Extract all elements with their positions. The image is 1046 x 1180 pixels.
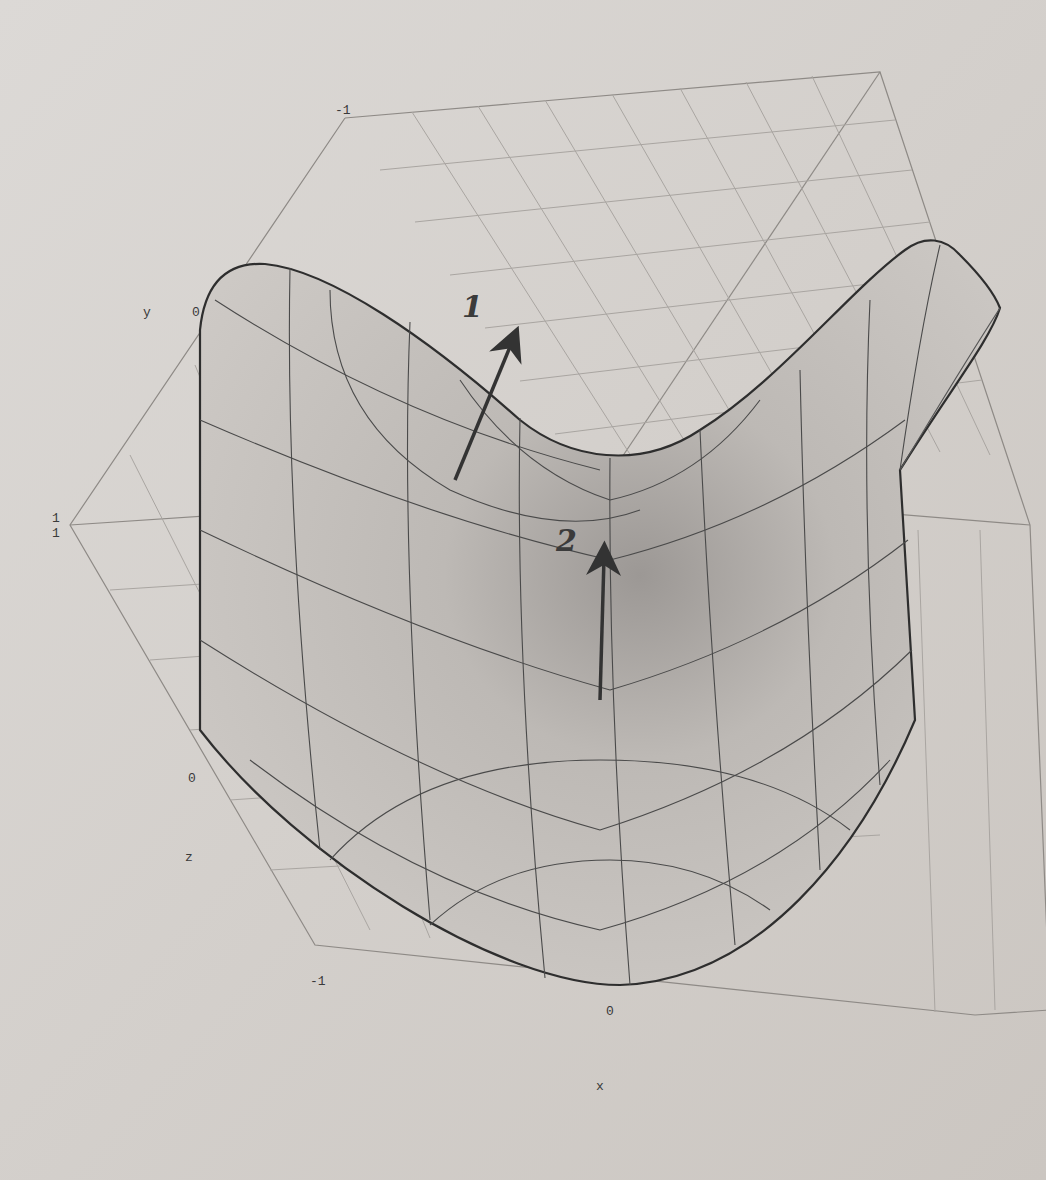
bounding-box [70, 72, 1046, 1015]
hand-arrow [455, 342, 604, 700]
axis-tick: 0 [192, 306, 200, 319]
axis-name: y [143, 306, 151, 319]
callout-number: 1 [462, 292, 483, 322]
callout-number: 2 [556, 526, 577, 556]
surface-mesh [200, 245, 940, 985]
axis-tick: 0 [606, 1005, 614, 1018]
axis-tick: 1 [52, 512, 60, 525]
axis-tick: -1 [310, 975, 326, 988]
axis-tick: -1 [335, 104, 351, 117]
saddle-surface [200, 240, 1000, 985]
axis-name: x [596, 1080, 604, 1093]
axis-tick: 0 [188, 772, 196, 785]
axis-tick: 1 [52, 527, 60, 540]
axis-name: z [185, 851, 193, 864]
